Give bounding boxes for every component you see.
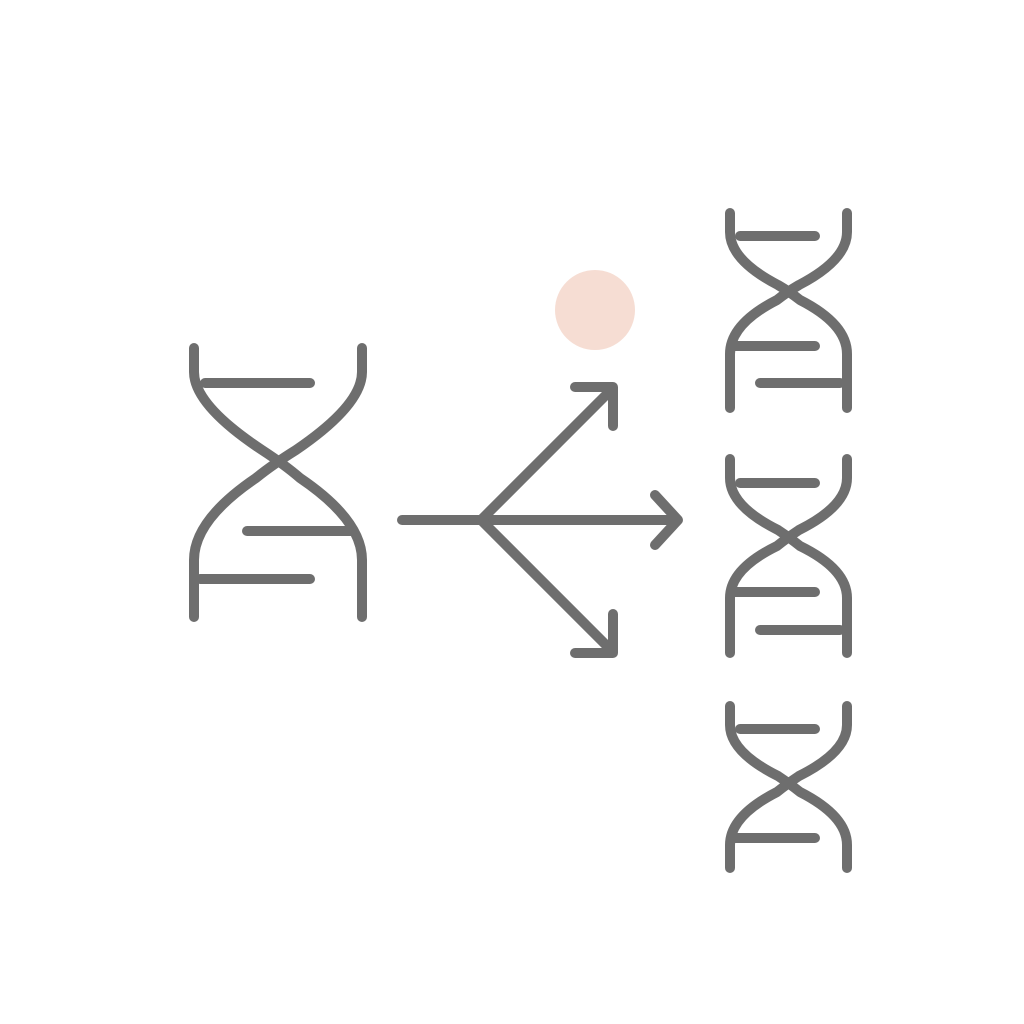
copy-dna-helix-icon	[725, 701, 852, 873]
copy-dna-helix-icon	[725, 454, 852, 658]
helix-strand	[725, 454, 852, 658]
helix-strand	[725, 208, 852, 413]
arrow-diagonal-up	[476, 386, 615, 525]
helix-strand	[725, 701, 852, 873]
arrow-head	[570, 609, 618, 658]
helix-strand	[189, 343, 367, 622]
accent-dot	[555, 270, 635, 350]
helix-strand	[725, 454, 852, 658]
arrow-head	[650, 490, 683, 550]
source-dna-helix-icon	[189, 343, 367, 622]
arrow-diagonal-down	[476, 515, 615, 654]
branching-arrows-icon	[397, 382, 683, 658]
arrow-head	[570, 382, 618, 431]
copy-dna-helix-icon	[725, 208, 852, 413]
